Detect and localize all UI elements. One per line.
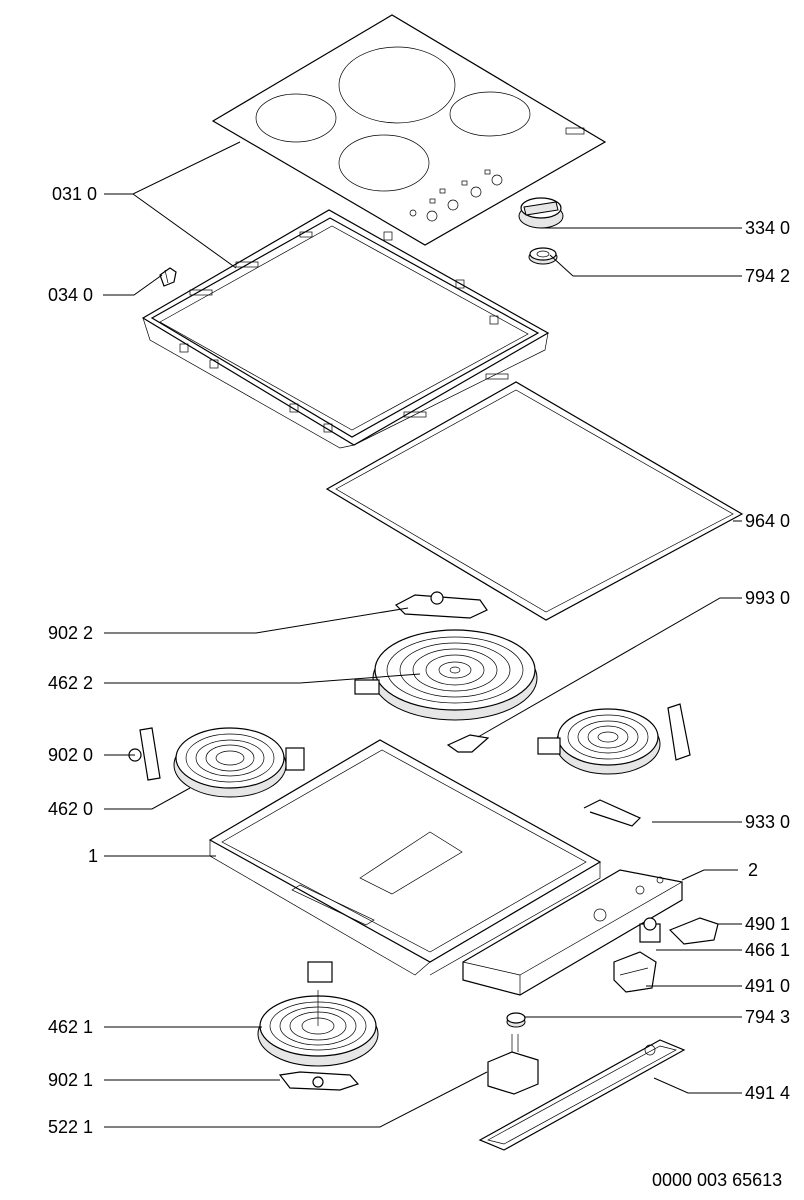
label-933-0: 933 0 [745,812,790,832]
clip-part [159,267,177,287]
glass-cooktop-part [211,14,607,246]
label-462-0: 462 0 [48,799,93,819]
document-number: 0000 003 65613 [652,1170,782,1190]
seal-gasket-part [325,381,744,621]
terminal-block-491-0 [613,951,657,993]
part-labels: 031 0 034 0 334 0 794 2 964 0 993 0 902 … [48,184,790,1190]
label-902-0: 902 0 [48,745,93,765]
label-466-1: 466 1 [745,940,790,960]
terminal-part-490-1 [668,917,719,945]
cover-plate-491-4 [478,1039,686,1151]
label-2: 2 [748,860,758,880]
clip-part-993-0 [446,734,490,753]
label-034-0: 034 0 [48,285,93,305]
label-334-0: 334 0 [745,218,790,238]
leader-lines [103,141,742,1128]
label-491-0: 491 0 [745,976,790,996]
label-491-4: 491 4 [745,1083,790,1103]
label-993-0: 993 0 [745,588,790,608]
radiant-heater-462-2 [354,629,538,721]
base-tray-part [208,739,602,976]
label-964-0: 964 0 [745,511,790,531]
label-522-1: 522 1 [48,1117,93,1137]
knob-ring-part [528,247,558,265]
label-902-1: 902 1 [48,1070,93,1090]
spring-part-933-0 [583,799,642,827]
cooktop-frame-part [141,209,550,449]
label-031-0: 031 0 [52,184,97,204]
bracket-part-902-1 [278,1071,360,1091]
control-module-part [462,869,683,996]
radiant-heater-462-1 [257,961,379,1067]
knob-ring-part-794-3 [506,1012,526,1028]
switch-part-466-1 [639,917,661,943]
energy-regulator-522-1 [487,1034,539,1095]
bracket-part-902-0 [128,727,161,781]
label-1: 1 [88,846,98,866]
label-462-1: 462 1 [48,1017,93,1037]
radiant-heater-462-0 [173,727,305,798]
label-902-2: 902 2 [48,623,93,643]
label-794-2: 794 2 [745,266,790,286]
label-490-1: 490 1 [745,914,790,934]
label-794-3: 794 3 [745,1007,790,1027]
bracket-part-902-2 [394,591,488,619]
radiant-heater-right [537,703,691,775]
label-462-2: 462 2 [48,673,93,693]
control-knob-part [518,197,564,229]
